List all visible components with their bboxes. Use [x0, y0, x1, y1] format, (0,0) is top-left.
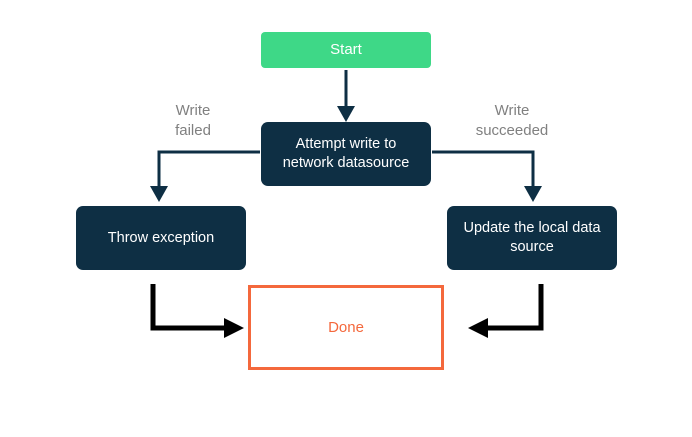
connector-attempt-to-throw — [150, 150, 260, 202]
connector-start-to-attempt — [337, 70, 355, 122]
node-throw-exception[interactable]: Throw exception — [76, 206, 246, 270]
edge-label-write-succeeded: Write succeeded — [475, 102, 549, 139]
connector-attempt-to-update — [432, 150, 542, 202]
node-start[interactable]: Start — [261, 32, 431, 68]
edge-label-write-failed: Write failed — [175, 102, 211, 139]
connector-throw-to-done — [150, 284, 244, 338]
node-update-local-datasource[interactable]: Update the local data source — [447, 206, 617, 270]
connector-update-to-done — [468, 284, 544, 338]
node-attempt-write[interactable]: Attempt write to network datasource — [261, 122, 431, 186]
node-done[interactable]: Done — [248, 285, 444, 370]
